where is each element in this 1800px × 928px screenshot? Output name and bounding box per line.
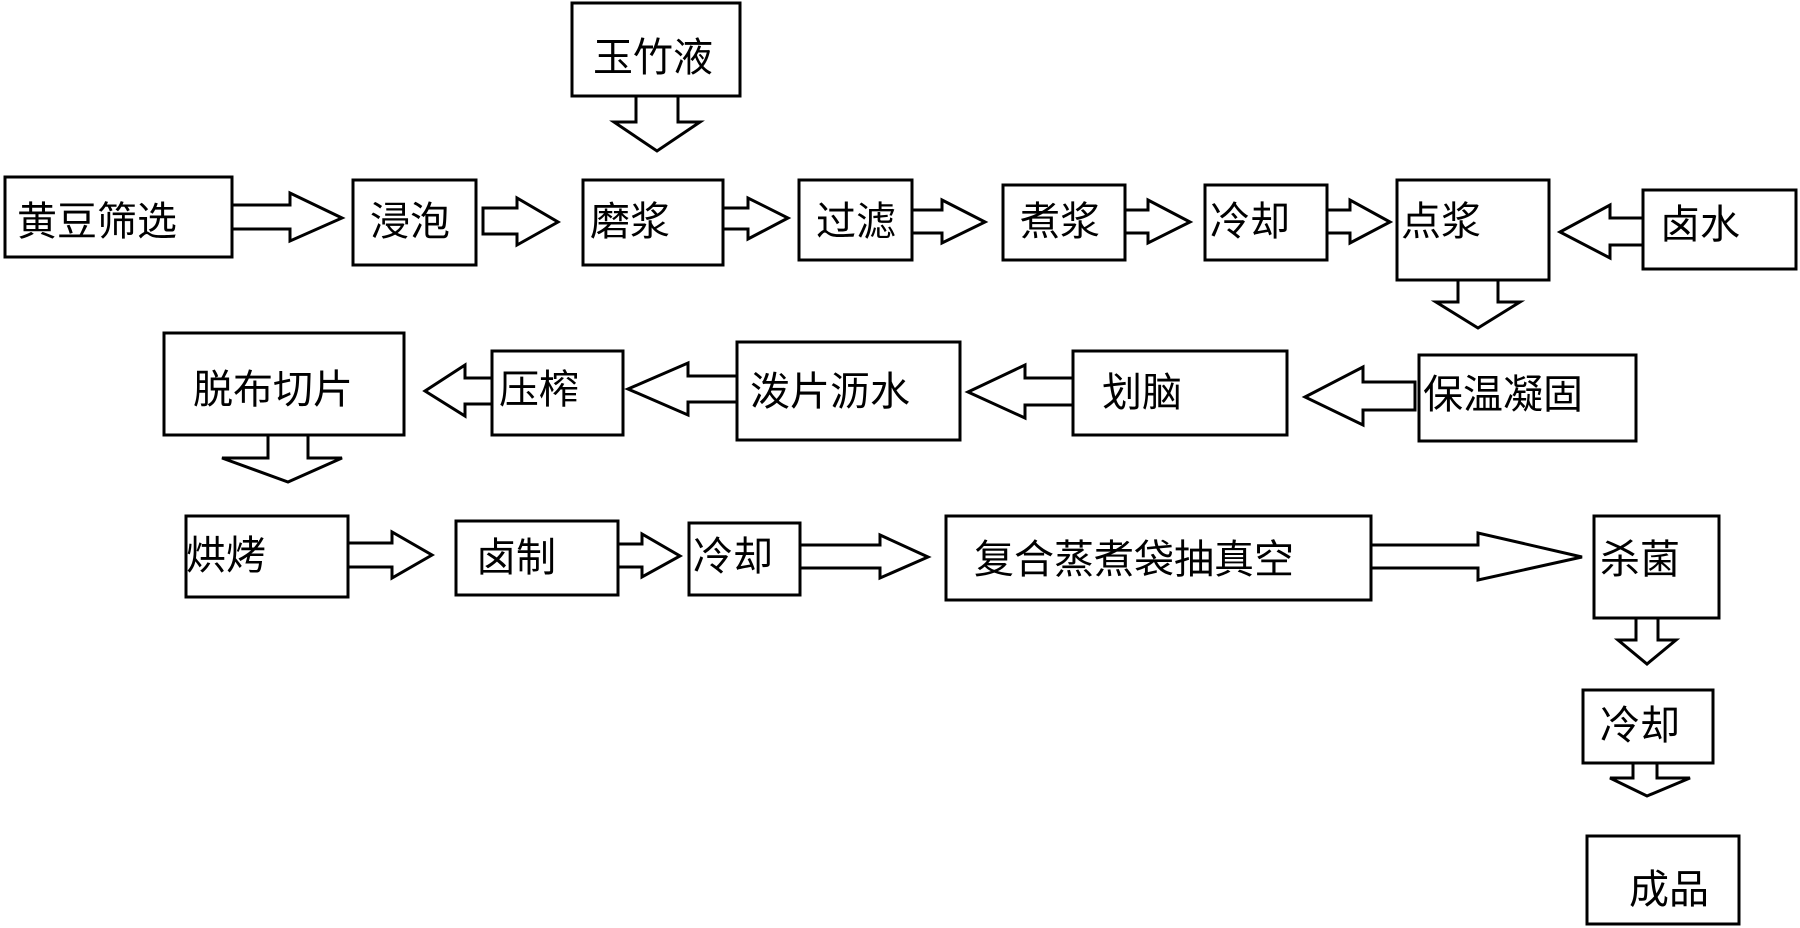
arrow-right-fuhe-to-shajun — [1371, 533, 1582, 580]
step-shajun: 杀菌 — [1594, 516, 1719, 618]
step-lengque-1: 冷却 — [1205, 185, 1327, 260]
arrow-right-mojiang-to-guolv — [723, 198, 788, 239]
arrow-right-lengque-to-dianjiang — [1327, 200, 1390, 243]
step-huanao: 划脑 — [1073, 351, 1287, 435]
step-label: 脱布切片 — [193, 367, 353, 413]
step-label: 磨浆 — [590, 199, 670, 245]
arrow-right-huangdou-to-jinpao — [232, 193, 342, 241]
step-label: 冷却 — [693, 534, 773, 580]
arrow-right-jinpao-to-mojiang — [483, 198, 558, 245]
step-label: 过滤 — [816, 199, 896, 245]
arrow-left-popian-to-yazha — [628, 363, 737, 415]
step-yuzhuye: 玉竹液 — [572, 3, 740, 96]
arrow-down-yuzhuye-to-mojiang — [614, 96, 700, 151]
step-lushui: 卤水 — [1643, 190, 1796, 269]
step-zhujiang: 煮浆 — [1003, 185, 1125, 260]
arrow-right-guolv-to-zhujiang — [912, 200, 985, 243]
arrow-right-zhujiang-to-lengque — [1125, 200, 1190, 243]
arrow-left-lushui-to-dianjiang — [1560, 205, 1643, 258]
step-label: 卤水 — [1660, 202, 1740, 248]
step-lengque-3: 冷却 — [1583, 690, 1713, 763]
step-label: 冷却 — [1600, 703, 1680, 749]
step-label: 冷却 — [1210, 199, 1290, 245]
step-lengque-2: 冷却 — [689, 523, 800, 595]
step-label: 泼片沥水 — [750, 369, 910, 415]
step-label: 烘烤 — [186, 533, 266, 579]
step-label: 成品 — [1629, 867, 1709, 913]
step-label: 黄豆筛选 — [17, 199, 177, 245]
arrow-right-luzhi-to-lengque — [618, 534, 680, 577]
step-honkao: 烘烤 — [186, 516, 348, 597]
step-yazha: 压榨 — [492, 351, 623, 435]
arrow-left-yazha-to-tuobu — [425, 365, 492, 416]
arrow-right-lengque-to-fuhe — [800, 535, 928, 578]
step-luzhi: 卤制 — [456, 521, 618, 595]
step-mojiang: 磨浆 — [583, 180, 723, 265]
step-label: 浸泡 — [370, 199, 450, 245]
step-fuhe-zhengzhudai: 复合蒸煮袋抽真空 — [946, 516, 1371, 600]
step-label: 点浆 — [1401, 199, 1481, 245]
step-chengpin: 成品 — [1587, 836, 1739, 924]
step-huangdou-shaixuan: 黄豆筛选 — [5, 177, 232, 257]
step-label: 划脑 — [1102, 370, 1182, 416]
step-label: 玉竹液 — [593, 35, 713, 81]
step-label: 煮浆 — [1020, 199, 1100, 245]
arrow-down-tuobu-to-honkao — [222, 435, 342, 482]
step-guolv: 过滤 — [799, 180, 912, 260]
arrow-left-baowen-to-huanao — [1305, 367, 1415, 425]
step-baowen-ninggu: 保温凝固 — [1419, 355, 1636, 441]
arrow-right-honkao-to-luzhi — [348, 532, 432, 578]
step-label: 复合蒸煮袋抽真空 — [974, 537, 1294, 583]
step-jinpao: 浸泡 — [353, 180, 476, 265]
arrow-down-lengque-to-chengpin — [1610, 763, 1690, 796]
step-label: 卤制 — [476, 535, 556, 581]
step-label: 保温凝固 — [1423, 372, 1583, 418]
step-popian-lishui: 泼片沥水 — [737, 342, 960, 440]
arrow-down-dianjiang-to-baowen — [1436, 280, 1520, 328]
step-tuobu-qiepian: 脱布切片 — [164, 333, 404, 435]
step-label: 压榨 — [499, 367, 579, 413]
step-dianjiang: 点浆 — [1397, 180, 1549, 280]
arrow-left-huanao-to-popian — [968, 365, 1073, 418]
arrow-down-shajun-to-lengque — [1618, 618, 1676, 664]
step-label: 杀菌 — [1600, 537, 1680, 583]
